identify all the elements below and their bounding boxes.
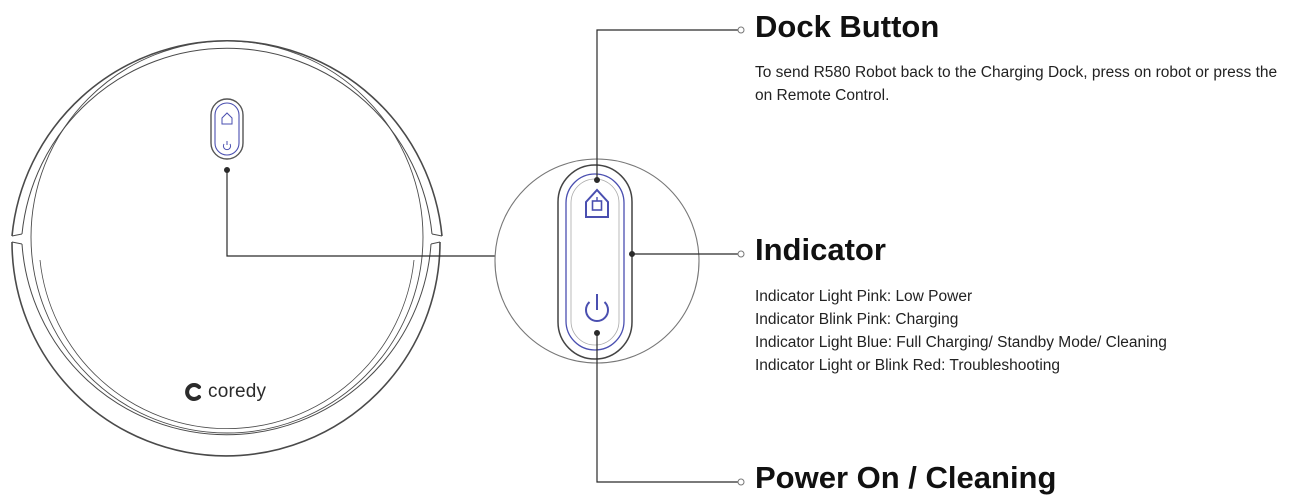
indicator-line: Indicator Light or Blink Red: Troublesho… xyxy=(755,357,1061,374)
brand-mark: coredy xyxy=(184,381,266,403)
indicator-title: Indicator xyxy=(755,232,886,267)
home-icon xyxy=(585,188,609,218)
power-icon xyxy=(585,294,609,323)
coredy-logo-icon xyxy=(185,383,201,401)
power-cleaning-title: Power On / Cleaning xyxy=(755,460,1057,495)
indicator-line: Indicator Light Pink: Low Power xyxy=(755,288,973,305)
brand-name: coredy xyxy=(208,381,267,402)
dock-button-description: To send R580 Robot back to the Charging … xyxy=(755,61,1285,107)
leader-robot-to-zoom xyxy=(224,167,498,257)
indicator-line: Indicator Blink Pink: Charging xyxy=(755,311,959,328)
leader-dock xyxy=(593,26,745,184)
robot-button-small xyxy=(210,98,244,160)
indicator-list: Indicator Light Pink: Low Power Indicato… xyxy=(755,285,1167,377)
small-home-icon xyxy=(221,112,233,125)
dock-button-title: Dock Button xyxy=(755,9,940,44)
dock-description-text: To send R580 Robot back to the Charging … xyxy=(755,64,1278,104)
small-power-icon xyxy=(222,141,232,151)
leader-power xyxy=(593,330,745,486)
robot-top-view xyxy=(11,40,443,457)
leader-indicator xyxy=(628,250,745,258)
indicator-line: Indicator Light Blue: Full Charging/ Sta… xyxy=(755,334,1167,351)
